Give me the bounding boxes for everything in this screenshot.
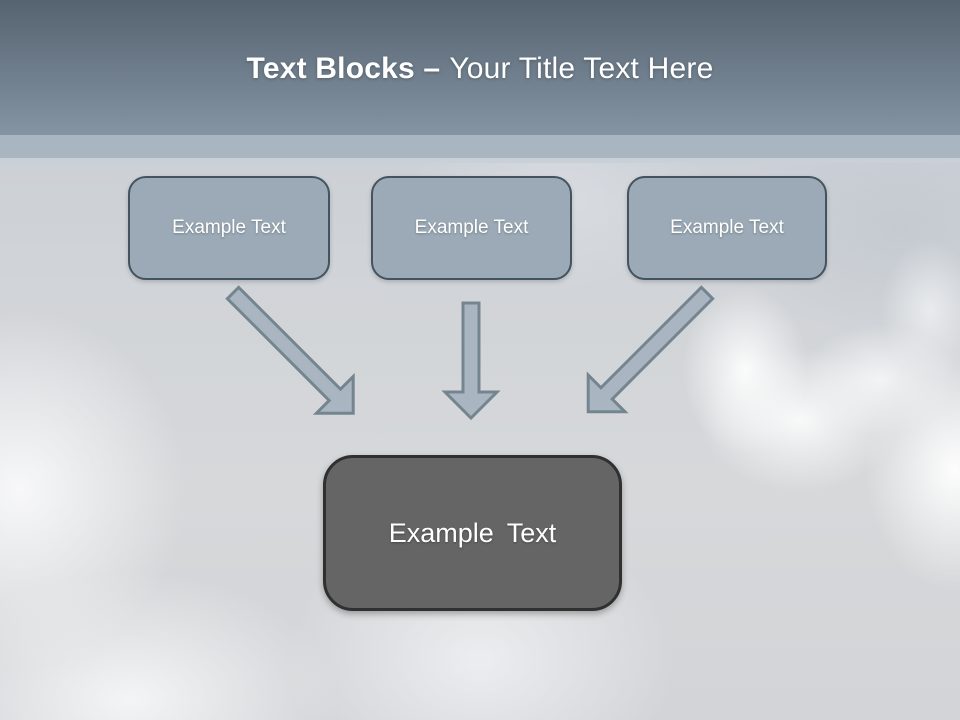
title-topic: Text Blocks – <box>246 52 441 85</box>
text-block-1: Example Text <box>128 176 330 280</box>
result-block: Example Text <box>323 455 622 611</box>
text-block-1-label: Example Text <box>172 217 286 238</box>
text-block-3-label: Example Text <box>670 217 784 238</box>
slide-header: Text Blocks –Your Title Text Here <box>0 0 960 135</box>
header-accent-strip <box>0 135 960 163</box>
text-block-2: Example Text <box>371 176 572 280</box>
text-block-2-label: Example Text <box>414 217 529 238</box>
result-block-label: Example Text <box>388 517 557 548</box>
text-block-3: Example Text <box>627 176 827 280</box>
title-placeholder: Your Title Text Here <box>449 52 714 85</box>
slide-title: Text Blocks –Your Title Text Here <box>0 52 960 86</box>
